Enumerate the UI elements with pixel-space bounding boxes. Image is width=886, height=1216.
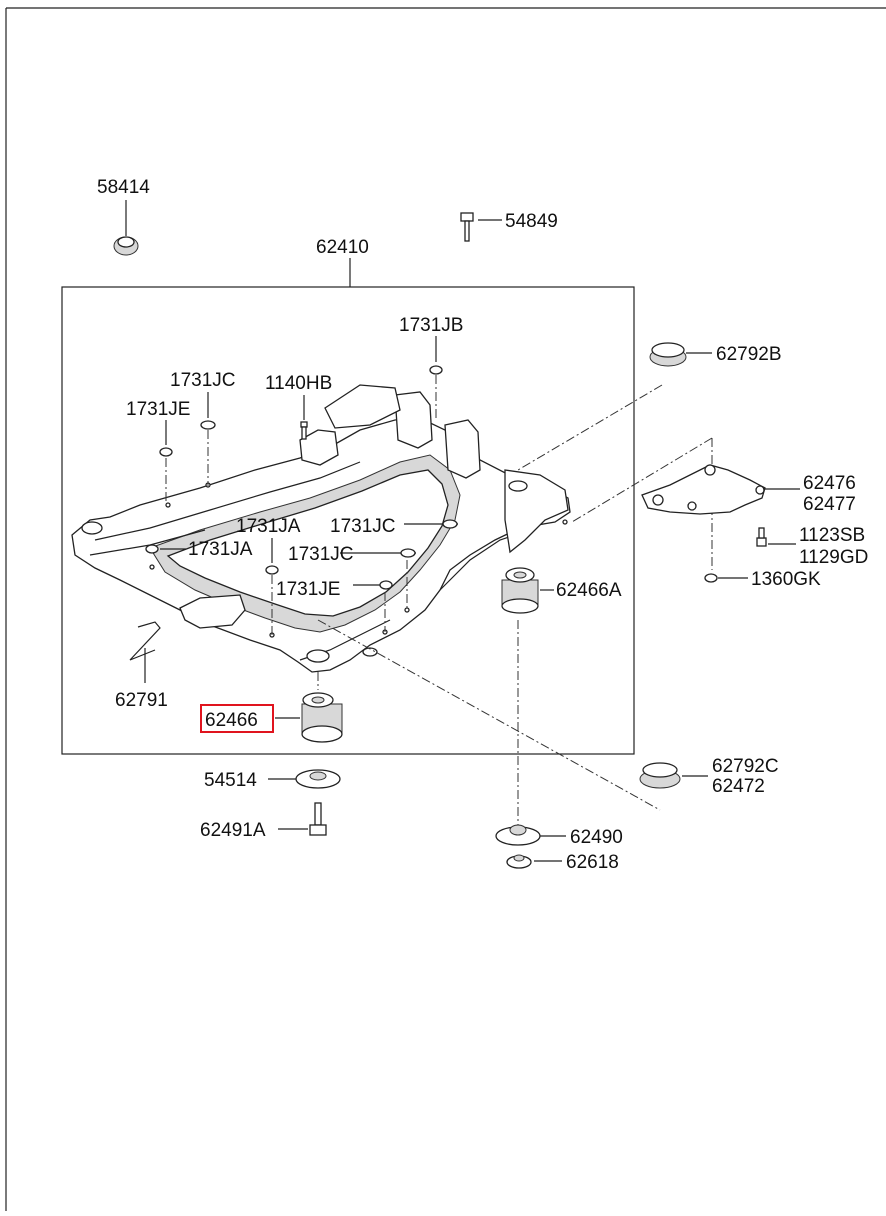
- callout-62792B[interactable]: 62792B: [716, 344, 782, 365]
- callout-62491A[interactable]: 62491A: [200, 820, 266, 841]
- alignment-lines: [165, 375, 713, 825]
- plug-58414-icon[interactable]: [113, 236, 139, 256]
- callout-labels: 58414 54849 62410 1731JB 1731JC 1140HB 1…: [97, 177, 868, 873]
- callout-1731JB[interactable]: 1731JB: [399, 315, 463, 336]
- callout-62466A[interactable]: 62466A: [556, 580, 622, 601]
- washer-1360GK-icon[interactable]: [704, 573, 718, 583]
- nut-62618-icon[interactable]: [506, 854, 532, 869]
- callout-1140HB[interactable]: 1140HB: [265, 373, 332, 394]
- callout-1731JA-b[interactable]: 1731JA: [188, 539, 253, 560]
- washer-54514-icon[interactable]: [295, 769, 341, 789]
- callout-1731JE-a[interactable]: 1731JE: [126, 399, 190, 420]
- callout-62490[interactable]: 62490: [570, 827, 623, 848]
- callout-54514[interactable]: 54514: [204, 770, 257, 791]
- callout-1731JC-c[interactable]: 1731JC: [288, 544, 354, 565]
- callout-62618[interactable]: 62618: [566, 852, 619, 873]
- bushing-62466-icon[interactable]: [301, 692, 343, 743]
- callout-62472[interactable]: 62472: [712, 776, 765, 797]
- callout-54849[interactable]: 54849: [505, 211, 558, 232]
- callout-1731JC-a[interactable]: 1731JC: [170, 370, 236, 391]
- washers-icon[interactable]: [145, 365, 458, 590]
- clip-62791-icon[interactable]: [129, 621, 161, 661]
- page-border: [5, 7, 886, 1211]
- callout-1731JA-a[interactable]: 1731JA: [236, 516, 301, 537]
- highlight-box: [200, 704, 274, 733]
- callout-62410[interactable]: 62410: [316, 237, 369, 258]
- stud-1140HB-icon[interactable]: [300, 421, 308, 440]
- bracket-62476-icon[interactable]: [641, 464, 766, 515]
- assembly-frame: [61, 286, 635, 755]
- callout-62466[interactable]: 62466: [205, 710, 258, 731]
- bushing-62466A-icon[interactable]: [501, 567, 539, 614]
- mount-62792B-icon[interactable]: [649, 342, 687, 367]
- callout-1129GD[interactable]: 1129GD: [799, 547, 868, 568]
- bolt-54849-icon[interactable]: [460, 212, 474, 242]
- mount-62792C-icon[interactable]: [639, 762, 681, 789]
- bolt-62491A-icon[interactable]: [309, 802, 327, 836]
- callout-1731JE-b[interactable]: 1731JE: [276, 579, 340, 600]
- bolt-1123SB-icon[interactable]: [756, 527, 767, 547]
- callout-1123SB[interactable]: 1123SB: [799, 525, 865, 546]
- callout-62791[interactable]: 62791: [115, 690, 168, 711]
- callout-1731JC-b[interactable]: 1731JC: [330, 516, 396, 537]
- washer-62490-icon[interactable]: [495, 824, 541, 846]
- callout-58414[interactable]: 58414: [97, 177, 150, 198]
- callout-62476[interactable]: 62476: [803, 473, 856, 494]
- callout-62792C[interactable]: 62792C: [712, 756, 779, 777]
- callout-62477[interactable]: 62477: [803, 494, 856, 515]
- callout-1360GK[interactable]: 1360GK: [751, 569, 821, 590]
- crossmember-subframe[interactable]: [71, 384, 571, 673]
